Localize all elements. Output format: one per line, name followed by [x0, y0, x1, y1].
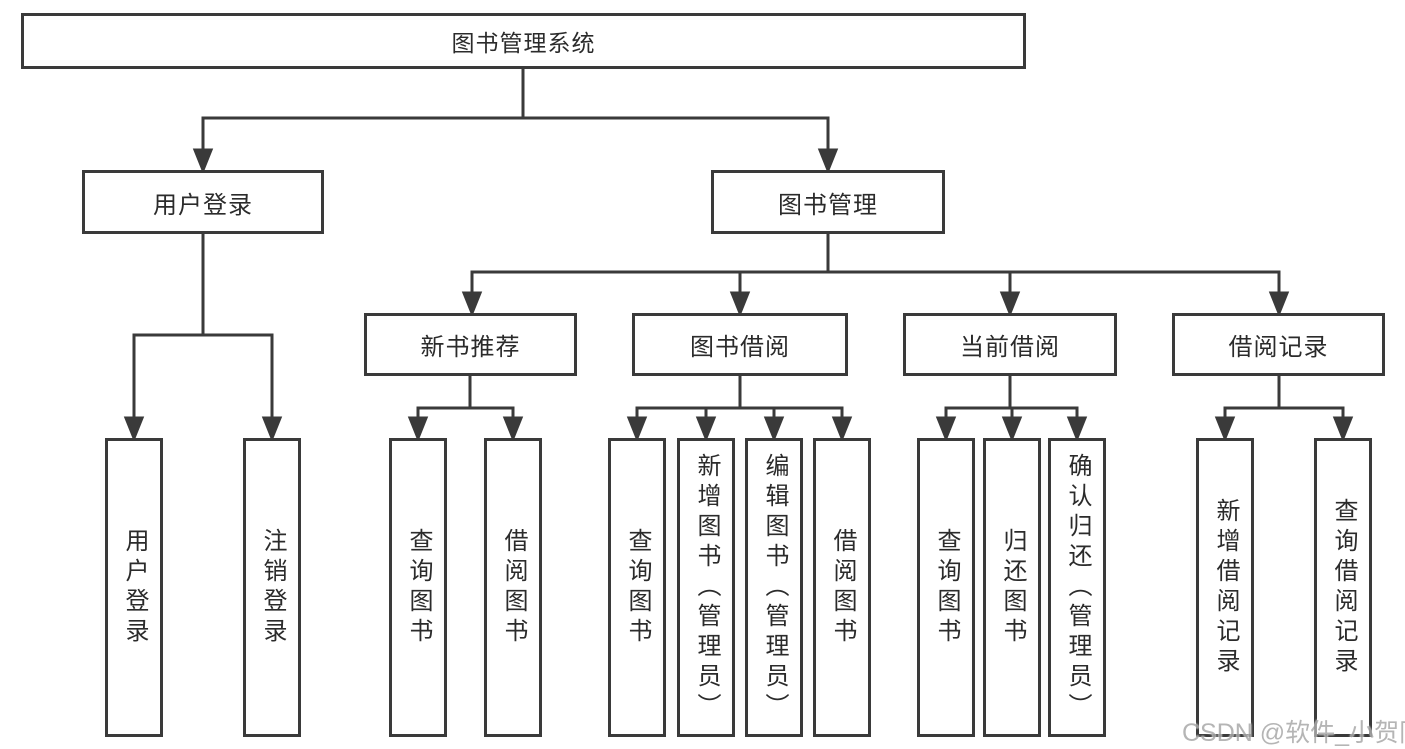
node-label: 查询图书	[405, 527, 432, 648]
node-label: 借阅图书	[500, 527, 527, 648]
connector-current-to-leaves	[935, 374, 1088, 443]
arrowhead	[999, 291, 1021, 318]
node-label: 归还图书	[999, 527, 1026, 648]
node-user-login-leaf: 用户登录	[105, 438, 163, 737]
csdn-watermark: CSDN @软件_小贺同学	[1182, 719, 1405, 747]
node-label: 新增借阅记录	[1212, 497, 1239, 678]
node-label: 用户登录	[121, 527, 148, 648]
node-label: 新增图书（管理员）	[693, 452, 720, 723]
node-label: 查询图书	[933, 527, 960, 648]
node-borrow-books-leaf: 借阅图书	[813, 438, 871, 737]
node-label: 查询借阅记录	[1330, 497, 1357, 678]
node-label: 借阅记录	[1228, 334, 1329, 361]
arrowhead	[123, 416, 145, 443]
arrowhead	[1066, 416, 1088, 443]
arrowhead	[192, 148, 214, 175]
node-current-borrowing: 当前借阅	[903, 313, 1117, 376]
node-library-management-system: 图书管理系统	[21, 13, 1026, 69]
node-query-books-current: 查询图书	[917, 438, 975, 737]
arrowhead	[1001, 416, 1023, 443]
arrowhead	[1214, 416, 1236, 443]
node-label: 新书推荐	[420, 334, 521, 361]
node-query-borrow-record: 查询借阅记录	[1314, 438, 1372, 737]
node-add-borrow-record: 新增借阅记录	[1196, 438, 1254, 737]
node-label: 图书管理	[778, 191, 878, 219]
node-label: 图书借阅	[690, 334, 790, 361]
connector-mgmt-to-categories	[461, 232, 1290, 318]
node-query-books-recommend: 查询图书	[389, 438, 447, 737]
arrowhead	[763, 416, 785, 443]
connector-borrow-to-leaves	[626, 374, 853, 443]
node-query-books-borrow: 查询图书	[608, 438, 666, 737]
arrowhead	[935, 416, 957, 443]
arrowhead	[502, 416, 524, 443]
connector-newbook-to-leaves	[407, 374, 524, 443]
arrowhead	[261, 416, 283, 443]
node-confirm-return-admin: 确认归还（管理员）	[1048, 438, 1106, 737]
node-label: 查询图书	[624, 527, 651, 648]
node-label: 借阅图书	[829, 527, 856, 648]
node-user-login: 用户登录	[82, 170, 324, 234]
arrowhead	[407, 416, 429, 443]
arrowhead	[461, 291, 483, 318]
node-add-books-admin: 新增图书（管理员）	[677, 438, 735, 737]
node-edit-books-admin: 编辑图书（管理员）	[745, 438, 803, 737]
node-label: 图书管理系统	[451, 30, 596, 56]
connector-root-to-level2	[192, 67, 839, 175]
connector-login-to-leaves	[123, 232, 283, 443]
arrowhead	[1332, 416, 1354, 443]
arrowhead	[817, 148, 839, 175]
arrowhead	[695, 416, 717, 443]
node-label: 编辑图书（管理员）	[761, 452, 788, 723]
node-label: 确认归还（管理员）	[1064, 452, 1091, 723]
arrowhead	[1268, 291, 1290, 318]
node-label: 注销登录	[259, 527, 286, 648]
node-borrow-books-recommend: 借阅图书	[484, 438, 542, 737]
node-book-management: 图书管理	[711, 170, 945, 234]
node-new-book-recommendation: 新书推荐	[364, 313, 577, 376]
node-borrowing-records: 借阅记录	[1172, 313, 1385, 376]
node-label: 用户登录	[153, 191, 253, 219]
node-label: 当前借阅	[960, 334, 1060, 361]
arrowhead	[729, 291, 751, 318]
node-return-books: 归还图书	[983, 438, 1041, 737]
node-logout-leaf: 注销登录	[243, 438, 301, 737]
node-book-borrowing: 图书借阅	[632, 313, 848, 376]
arrowhead	[626, 416, 648, 443]
connector-history-to-leaves	[1214, 374, 1354, 443]
arrowhead	[831, 416, 853, 443]
